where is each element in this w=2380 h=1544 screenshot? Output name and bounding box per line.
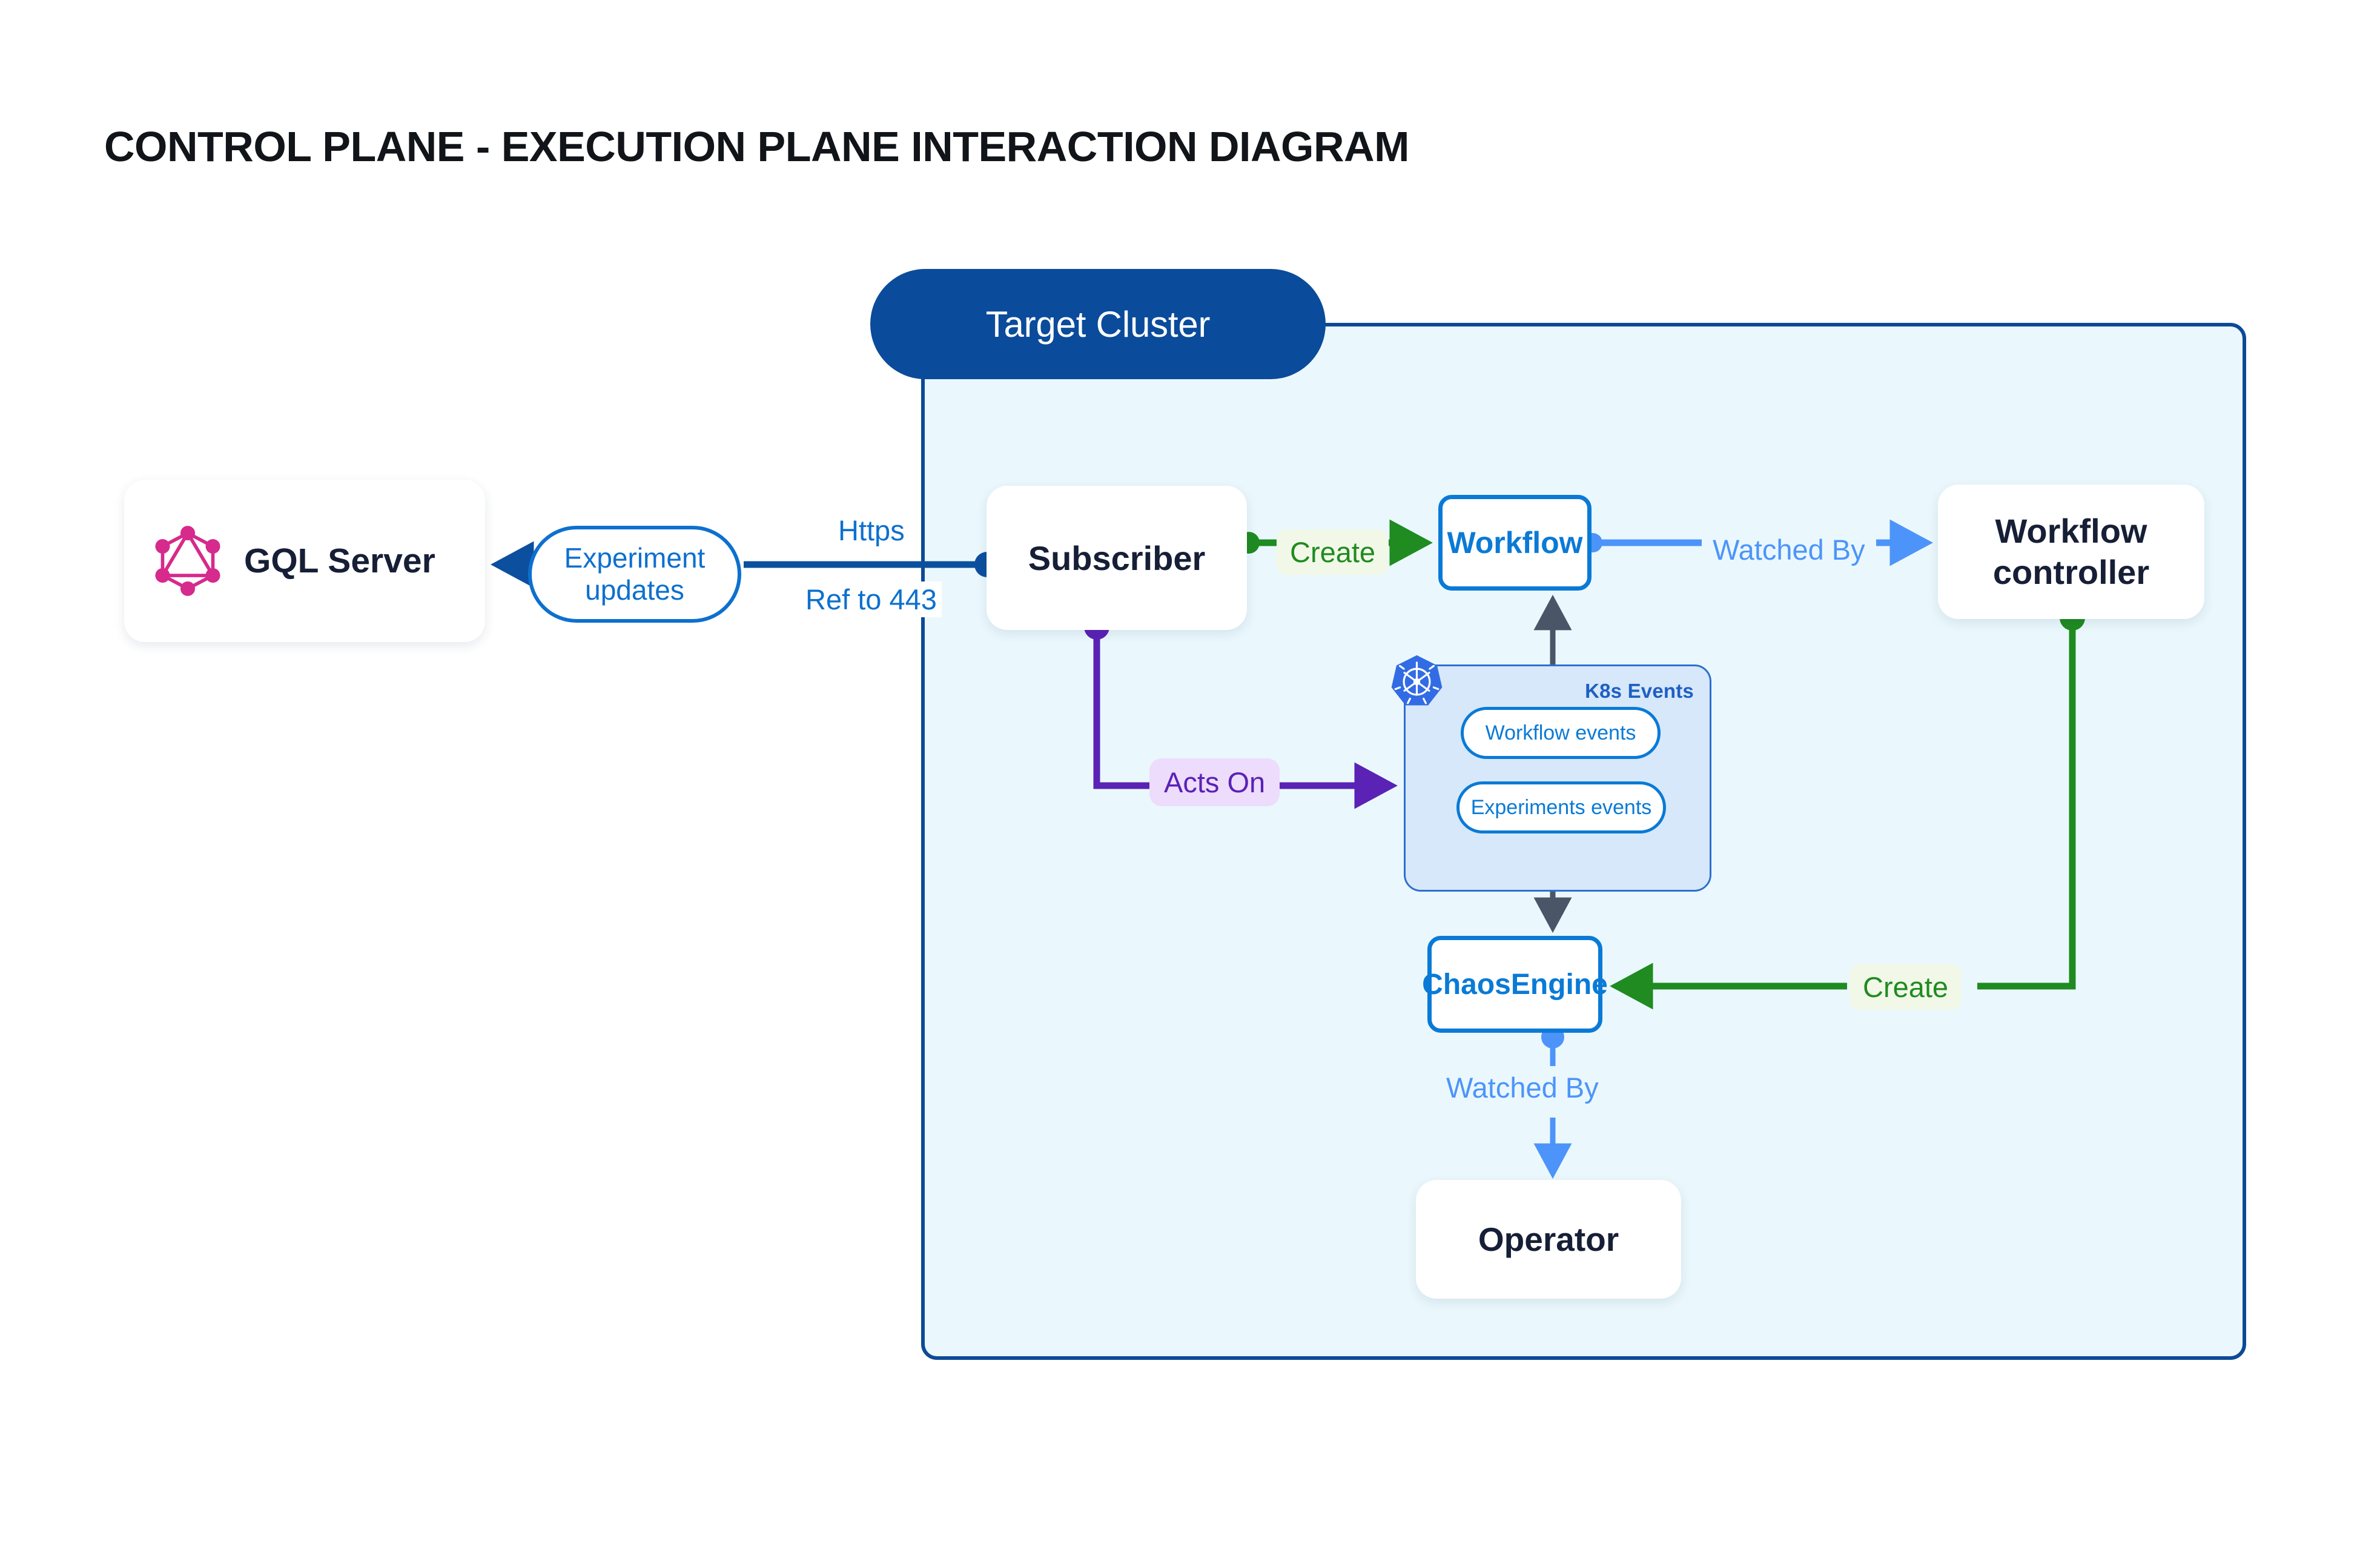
edge-label-experiment-updates-line1: Experiment [564, 542, 706, 574]
kubernetes-logo-icon [1389, 654, 1445, 710]
target-cluster-title: Target Cluster [870, 269, 1326, 379]
page-title: CONTROL PLANE - EXECUTION PLANE INTERACT… [104, 123, 1409, 170]
pill-experiments-events[interactable]: Experiments events [1456, 781, 1666, 833]
edge-label-https: Https [833, 512, 910, 548]
k8s-events-panel: K8s Events [1404, 664, 1711, 892]
node-operator[interactable]: Operator [1416, 1180, 1681, 1299]
edge-label-ref-to-443: Ref to 443 [801, 581, 942, 617]
node-chaosengine[interactable]: ChaosEngine [1422, 936, 1608, 1033]
edge-label-watched-by-controller: Watched By [1702, 528, 1876, 571]
target-cluster-label: Target Cluster [985, 303, 1211, 345]
node-workflow-controller-label: Workflow controller [1992, 511, 2150, 591]
pill-experiments-events-label: Experiments events [1470, 795, 1652, 819]
k8s-events-panel-title: K8s Events [1585, 680, 1694, 702]
node-chaosengine-label: ChaosEngine [1422, 968, 1608, 1001]
graphql-logo-icon [154, 525, 221, 597]
node-workflow-controller[interactable]: Workflow controller [1938, 485, 2204, 619]
node-workflow[interactable]: Workflow [1438, 495, 1592, 591]
edge-label-acts-on: Acts On [1149, 758, 1280, 806]
edge-label-create-chaosengine: Create [1849, 964, 1962, 1010]
node-subscriber-label: Subscriber [1028, 538, 1206, 577]
edge-label-watched-by-operator: Watched By [1435, 1066, 1610, 1109]
edge-label-experiment-updates-line2: updates [585, 574, 684, 606]
pill-workflow-events-label: Workflow events [1485, 721, 1636, 744]
edge-label-create-workflow: Create [1277, 529, 1389, 575]
node-workflow-label: Workflow [1447, 526, 1583, 560]
pill-workflow-events[interactable]: Workflow events [1461, 707, 1661, 759]
node-gql-server[interactable]: GQL Server [124, 480, 485, 642]
node-subscriber[interactable]: Subscriber [987, 486, 1247, 630]
node-operator-label: Operator [1478, 1221, 1619, 1258]
edge-label-experiment-updates: Experiment updates [528, 526, 741, 623]
node-gql-server-label: GQL Server [244, 542, 435, 580]
